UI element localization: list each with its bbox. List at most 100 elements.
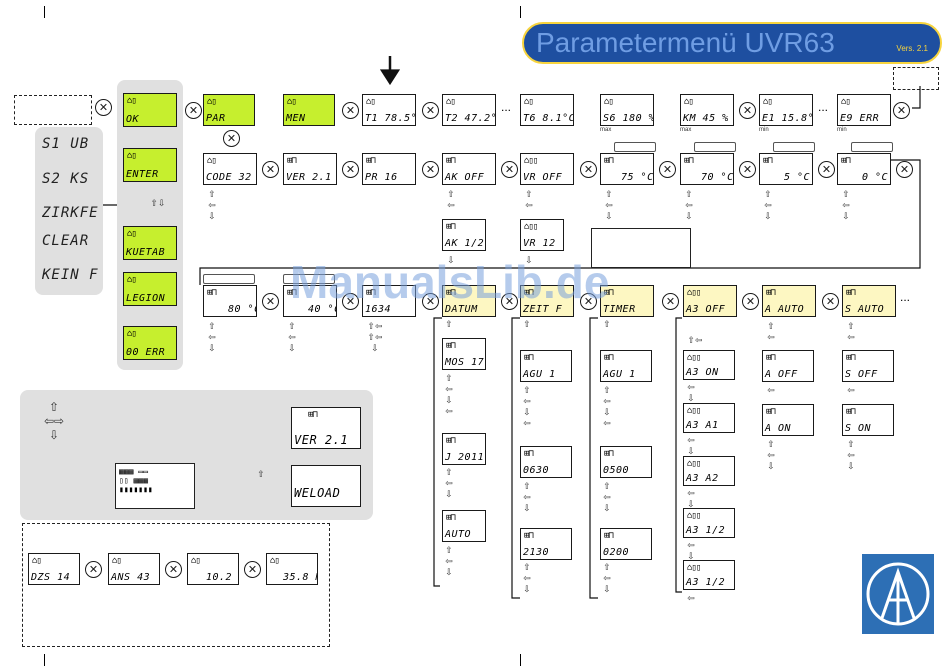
slot-bar <box>694 142 736 152</box>
param-lcd: ⌂▯▯A3 OFF <box>683 285 737 317</box>
nav-arrows-icon: ⇦ <box>847 386 855 396</box>
nav-arrows-icon: ⇦ <box>767 386 775 396</box>
nav-arrows-icon: ⇦⇩ <box>687 383 695 404</box>
cancel-icon[interactable]: ✕ <box>580 293 597 310</box>
param-lcd: ⊞⊓TIMER <box>600 285 654 317</box>
cancel-icon[interactable]: ✕ <box>818 161 835 178</box>
cancel-icon[interactable]: ✕ <box>342 161 359 178</box>
page-title: Parametermenü UVR63 <box>536 27 835 58</box>
param-lcd: ⊞⊓0630 <box>520 446 572 478</box>
param-lcd: ⊞⊓S AUTO <box>842 285 896 317</box>
watermark: ManualsLib.de <box>290 256 610 308</box>
param-lcd: ⌂▯▯A3 ON <box>683 350 735 380</box>
param-lcd: ⌂▯▯VR 12 <box>520 219 564 251</box>
cancel-icon[interactable]: ✕ <box>223 130 240 147</box>
sensor-label: S1 UB <box>42 136 90 152</box>
nav-arrows-icon: ⇧⇦⇩ <box>523 563 531 595</box>
cancel-icon[interactable]: ✕ <box>244 561 261 578</box>
nav-arrows-icon: ⇩ <box>525 256 533 266</box>
param-lcd: ⌂▯CODE 32 <box>203 153 257 185</box>
cancel-icon[interactable]: ✕ <box>662 293 679 310</box>
param-lcd: ⊞⊓40 °C <box>283 285 337 317</box>
param-lcd: ⊞⊓AGU 1 <box>520 350 572 382</box>
mode-lcd: ⌂▯ENTER <box>123 148 177 182</box>
cancel-icon[interactable]: ✕ <box>659 161 676 178</box>
nav-arrows-icon: ⇧ <box>523 320 531 330</box>
nav-arrows-icon: ⇧⇦⇩⇦ <box>523 386 531 429</box>
mode-lcd: ⌂▯OK <box>123 93 177 127</box>
cancel-icon[interactable]: ✕ <box>165 561 182 578</box>
param-lcd: ⊞⊓2130 <box>520 528 572 560</box>
nav-arrows-icon: ⇧⇦⇩ <box>445 546 453 578</box>
param-lcd: ⊞⊓PR 16 <box>362 153 416 185</box>
param-lcd: ⌂▯▯A3 1/2 <box>683 508 735 538</box>
cancel-icon[interactable]: ✕ <box>342 293 359 310</box>
slot-bar <box>773 142 815 152</box>
sensor-label: CLEAR <box>42 233 90 249</box>
param-lcd: ⌂▯E9 ERR <box>837 94 891 126</box>
cancel-icon[interactable]: ✕ <box>896 161 913 178</box>
param-lcd: ⌂▯T1 78.5°C <box>362 94 416 126</box>
nav-arrows-icon: ⇧⇦⇩ <box>847 440 855 472</box>
cancel-icon[interactable]: ✕ <box>501 161 518 178</box>
param-lcd: ⊞⊓0 °C <box>837 153 891 185</box>
nav-arrows-icon: ⇧ <box>603 320 611 330</box>
cancel-icon[interactable]: ✕ <box>822 293 839 310</box>
stat-lcd: ⌂▯10.2 m <box>187 553 239 585</box>
param-lcd: ⊞⊓0500 <box>600 446 652 478</box>
cancel-icon[interactable]: ✕ <box>422 161 439 178</box>
cancel-icon[interactable]: ✕ <box>893 102 910 119</box>
param-lcd: ⌂▯▯A3 A1 <box>683 403 735 433</box>
slot-bar <box>203 274 255 284</box>
nav-arrows-icon: ⇦ <box>687 594 695 604</box>
crop-mark <box>520 654 521 666</box>
param-lcd: ⌂▯MEN <box>283 94 335 126</box>
nav-arrows-icon: ⇧⇦ <box>525 190 533 211</box>
keypad-icon: ⇧⇦⇨⇩ <box>43 400 65 442</box>
cancel-icon[interactable]: ✕ <box>262 293 279 310</box>
ellipsis: ... <box>900 290 911 304</box>
nav-arrows-icon: ⇧⇦⇩ <box>603 563 611 595</box>
dashed-box-topright <box>893 67 939 90</box>
nav-arrows-icon: ⇧⇦⇩ <box>603 482 611 514</box>
cancel-icon[interactable]: ✕ <box>262 161 279 178</box>
crop-mark <box>44 6 45 18</box>
nav-arrows-icon: ⇧⇩ <box>150 199 166 209</box>
cancel-icon[interactable]: ✕ <box>742 293 759 310</box>
cancel-icon[interactable]: ✕ <box>185 102 202 119</box>
nav-arrows-icon: ⇦⇩ <box>687 541 695 562</box>
mode-panel <box>117 80 183 370</box>
nav-arrows-icon: ⇧⇦⇩ <box>685 190 693 222</box>
version-label: Vers. 2.1 <box>896 44 928 53</box>
ellipsis: ... <box>501 100 512 114</box>
mode-lcd: ⌂▯KUETAB <box>123 226 177 260</box>
range-note: min <box>837 127 847 133</box>
nav-arrows-icon: ⇦⇩ <box>687 436 695 457</box>
cancel-icon[interactable]: ✕ <box>422 293 439 310</box>
sensor-list-panel <box>35 127 103 295</box>
nav-arrows-icon: ⇧⇦⇩ <box>764 190 772 222</box>
param-lcd: ⊞⊓70 °C <box>680 153 734 185</box>
param-lcd: ⊞⊓0200 <box>600 528 652 560</box>
nav-arrows-icon: ⇦⇩ <box>687 489 695 510</box>
cancel-icon[interactable]: ✕ <box>501 293 518 310</box>
param-lcd: ⌂▯▯A3 A2 <box>683 456 735 486</box>
dashed-box-topleft <box>14 95 92 125</box>
device-display-icon: ▦▦▦ ▭▭▯▯ ▦▦▦▮▮▮▮▮▮▮ <box>115 463 195 509</box>
param-lcd: ⊞⊓J 2011 <box>442 433 486 465</box>
cancel-icon[interactable]: ✕ <box>342 102 359 119</box>
range-note: min <box>759 127 769 133</box>
cancel-icon[interactable]: ✕ <box>95 99 112 116</box>
range-note: max <box>600 127 612 133</box>
nav-arrows-icon: ⇧⇦⇩ <box>208 190 216 222</box>
cancel-icon[interactable]: ✕ <box>580 161 597 178</box>
cancel-icon[interactable]: ✕ <box>739 161 756 178</box>
cancel-icon[interactable]: ✕ <box>739 102 756 119</box>
param-lcd: ⊞⊓AK OFF <box>442 153 496 185</box>
param-lcd: ⊞⊓VER 2.1 <box>283 153 337 185</box>
cancel-icon[interactable]: ✕ <box>85 561 102 578</box>
cancel-icon[interactable]: ✕ <box>422 102 439 119</box>
nav-arrows-icon: ⇧⇦ <box>687 336 703 346</box>
nav-arrows-icon: ⇩ <box>447 256 455 266</box>
